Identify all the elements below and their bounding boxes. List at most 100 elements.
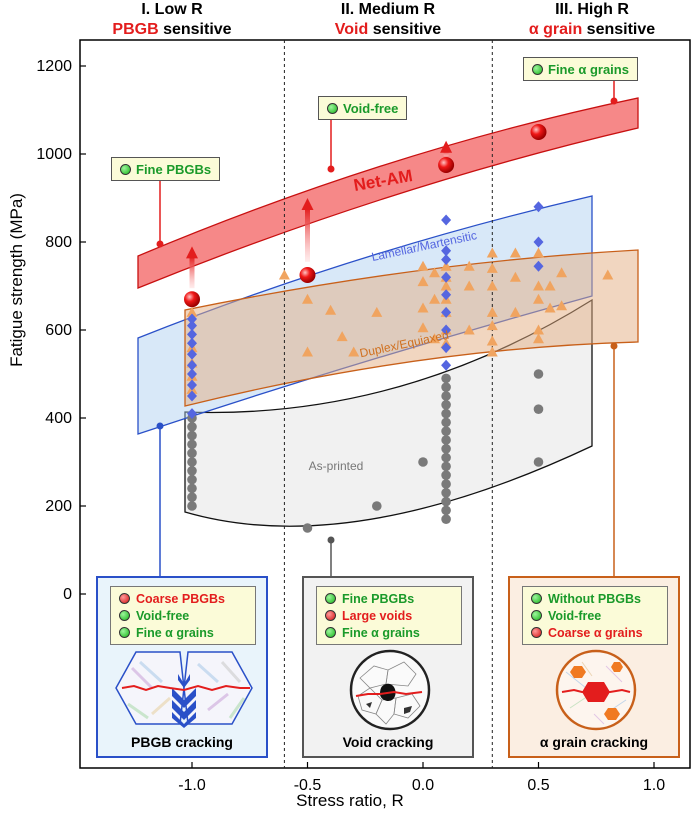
region-header-high: III. High R α grain sensitive [522, 0, 662, 40]
region-title: I. Low R [141, 1, 203, 18]
duplex-equiaxed-point [556, 267, 568, 278]
lamellar-martensitic-point [441, 324, 452, 336]
duplex-equiaxed-point [463, 324, 475, 335]
x-tick-label: 0.0 [412, 777, 434, 794]
lamellar-martensitic-point [533, 260, 544, 272]
as-printed-point [441, 514, 451, 524]
lamellar-martensitic-point [187, 368, 197, 380]
duplex-equiaxed-point [336, 331, 348, 342]
as-printed-point [441, 400, 451, 410]
red-dot-icon [119, 593, 130, 604]
net-am-point [438, 157, 455, 173]
connector-dot [327, 165, 335, 173]
green-dot-icon [531, 593, 542, 604]
y-axis-label: Fatigue strength (MPa) [7, 193, 26, 367]
duplex-equiaxed-point [186, 306, 198, 317]
pbgb-microstructure-icon [115, 651, 253, 728]
green-dot-icon [120, 163, 131, 175]
lamellar-martensitic-point [187, 337, 197, 349]
region-rest: sensitive [368, 21, 442, 38]
duplex-equiaxed-point [417, 276, 429, 287]
data-points-layer [184, 124, 614, 533]
red-dot-icon [325, 610, 336, 621]
duplex-equiaxed-point [429, 293, 441, 304]
region-title: III. High R [555, 1, 629, 18]
region-emph: Void [334, 21, 369, 38]
panel-feature-list: Fine PBGBs Large voids Fine α grains [316, 586, 462, 645]
duplex-equiaxed-point [556, 300, 568, 311]
connector-dot [610, 342, 618, 350]
improvement-arrow [189, 256, 195, 289]
duplex-equiaxed-point [429, 333, 441, 344]
arrow-head-icon [186, 246, 198, 259]
duplex-equiaxed-point [533, 324, 544, 335]
as-printed-point [302, 523, 313, 533]
region-rest: sensitive [158, 21, 232, 38]
arrow-head-icon [440, 140, 453, 153]
duplex-equiaxed-point [440, 260, 452, 271]
duplex-equiaxed-point [533, 333, 544, 344]
duplex-equiaxed-point [486, 306, 498, 317]
band-label-asprinted: As-printed [309, 459, 364, 473]
net-am-point [299, 267, 316, 283]
region-header-medium: II. Medium R Void sensitive [318, 0, 458, 40]
callout-fine-alpha: Fine α grains [523, 57, 638, 81]
net-am-point [530, 124, 547, 140]
lamellar-martensitic-point [441, 214, 452, 226]
lamellar-martensitic-point [187, 328, 197, 340]
as-printed-point [441, 435, 451, 445]
duplex-equiaxed-point [463, 280, 475, 291]
panel-alpha-grain-cracking: Without PBGBs Void-free Coarse α grains … [508, 576, 680, 758]
duplex-equiaxed-point [417, 260, 429, 271]
plot-frame [79, 39, 691, 769]
band-as-printed [184, 298, 593, 527]
as-printed-point [187, 483, 197, 494]
region-emph: PBGB [112, 21, 159, 38]
lamellar-martensitic-point [441, 289, 452, 301]
lamellar-martensitic-point [441, 245, 452, 257]
x-tick-label: -1.0 [178, 777, 206, 794]
as-printed-point [187, 466, 197, 476]
lamellar-martensitic-point [187, 408, 197, 420]
duplex-equiaxed-point [533, 247, 544, 258]
as-printed-point [187, 448, 197, 459]
duplex-equiaxed-point [544, 302, 556, 313]
lamellar-martensitic-point [441, 271, 452, 283]
as-printed-point [441, 461, 451, 472]
duplex-equiaxed-point [278, 269, 290, 280]
annotation-layer [156, 81, 618, 576]
red-dot-icon [531, 627, 542, 638]
duplex-equiaxed-point [440, 280, 452, 291]
lamellar-martensitic-point [187, 359, 197, 371]
callout-fine-pbgbs: Fine PBGBs [111, 157, 221, 181]
x-axis-label: Stress ratio, R [296, 791, 404, 810]
duplex-equiaxed-point [509, 306, 521, 317]
duplex-equiaxed-point [417, 322, 429, 333]
as-printed-point [187, 457, 197, 467]
as-printed-point [187, 422, 197, 432]
duplex-equiaxed-point [302, 293, 313, 304]
as-printed-point [441, 505, 451, 516]
panel-title: α grain cracking [539, 734, 649, 750]
as-printed-point [372, 501, 382, 511]
as-printed-point [533, 404, 544, 415]
improvement-arrow [305, 208, 310, 262]
lamellar-martensitic-point [187, 320, 197, 332]
lamellar-martensitic-point [441, 359, 452, 371]
lamellar-martensitic-point [441, 342, 452, 354]
duplex-equiaxed-point [602, 269, 614, 280]
duplex-equiaxed-point [325, 304, 337, 315]
as-printed-point [441, 479, 451, 489]
y-tick-label: 1000 [36, 146, 72, 163]
alpha-grain-microstructure-icon [555, 649, 637, 731]
region-rest: sensitive [582, 21, 656, 38]
duplex-equiaxed-point [533, 280, 544, 291]
arrow-head-icon [301, 198, 314, 210]
duplex-equiaxed-point [302, 346, 313, 357]
void-microstructure-icon [349, 649, 431, 731]
as-printed-point [187, 501, 197, 511]
as-printed-point [441, 470, 451, 481]
lamellar-martensitic-point [533, 201, 544, 213]
region-dividers [283, 40, 493, 768]
